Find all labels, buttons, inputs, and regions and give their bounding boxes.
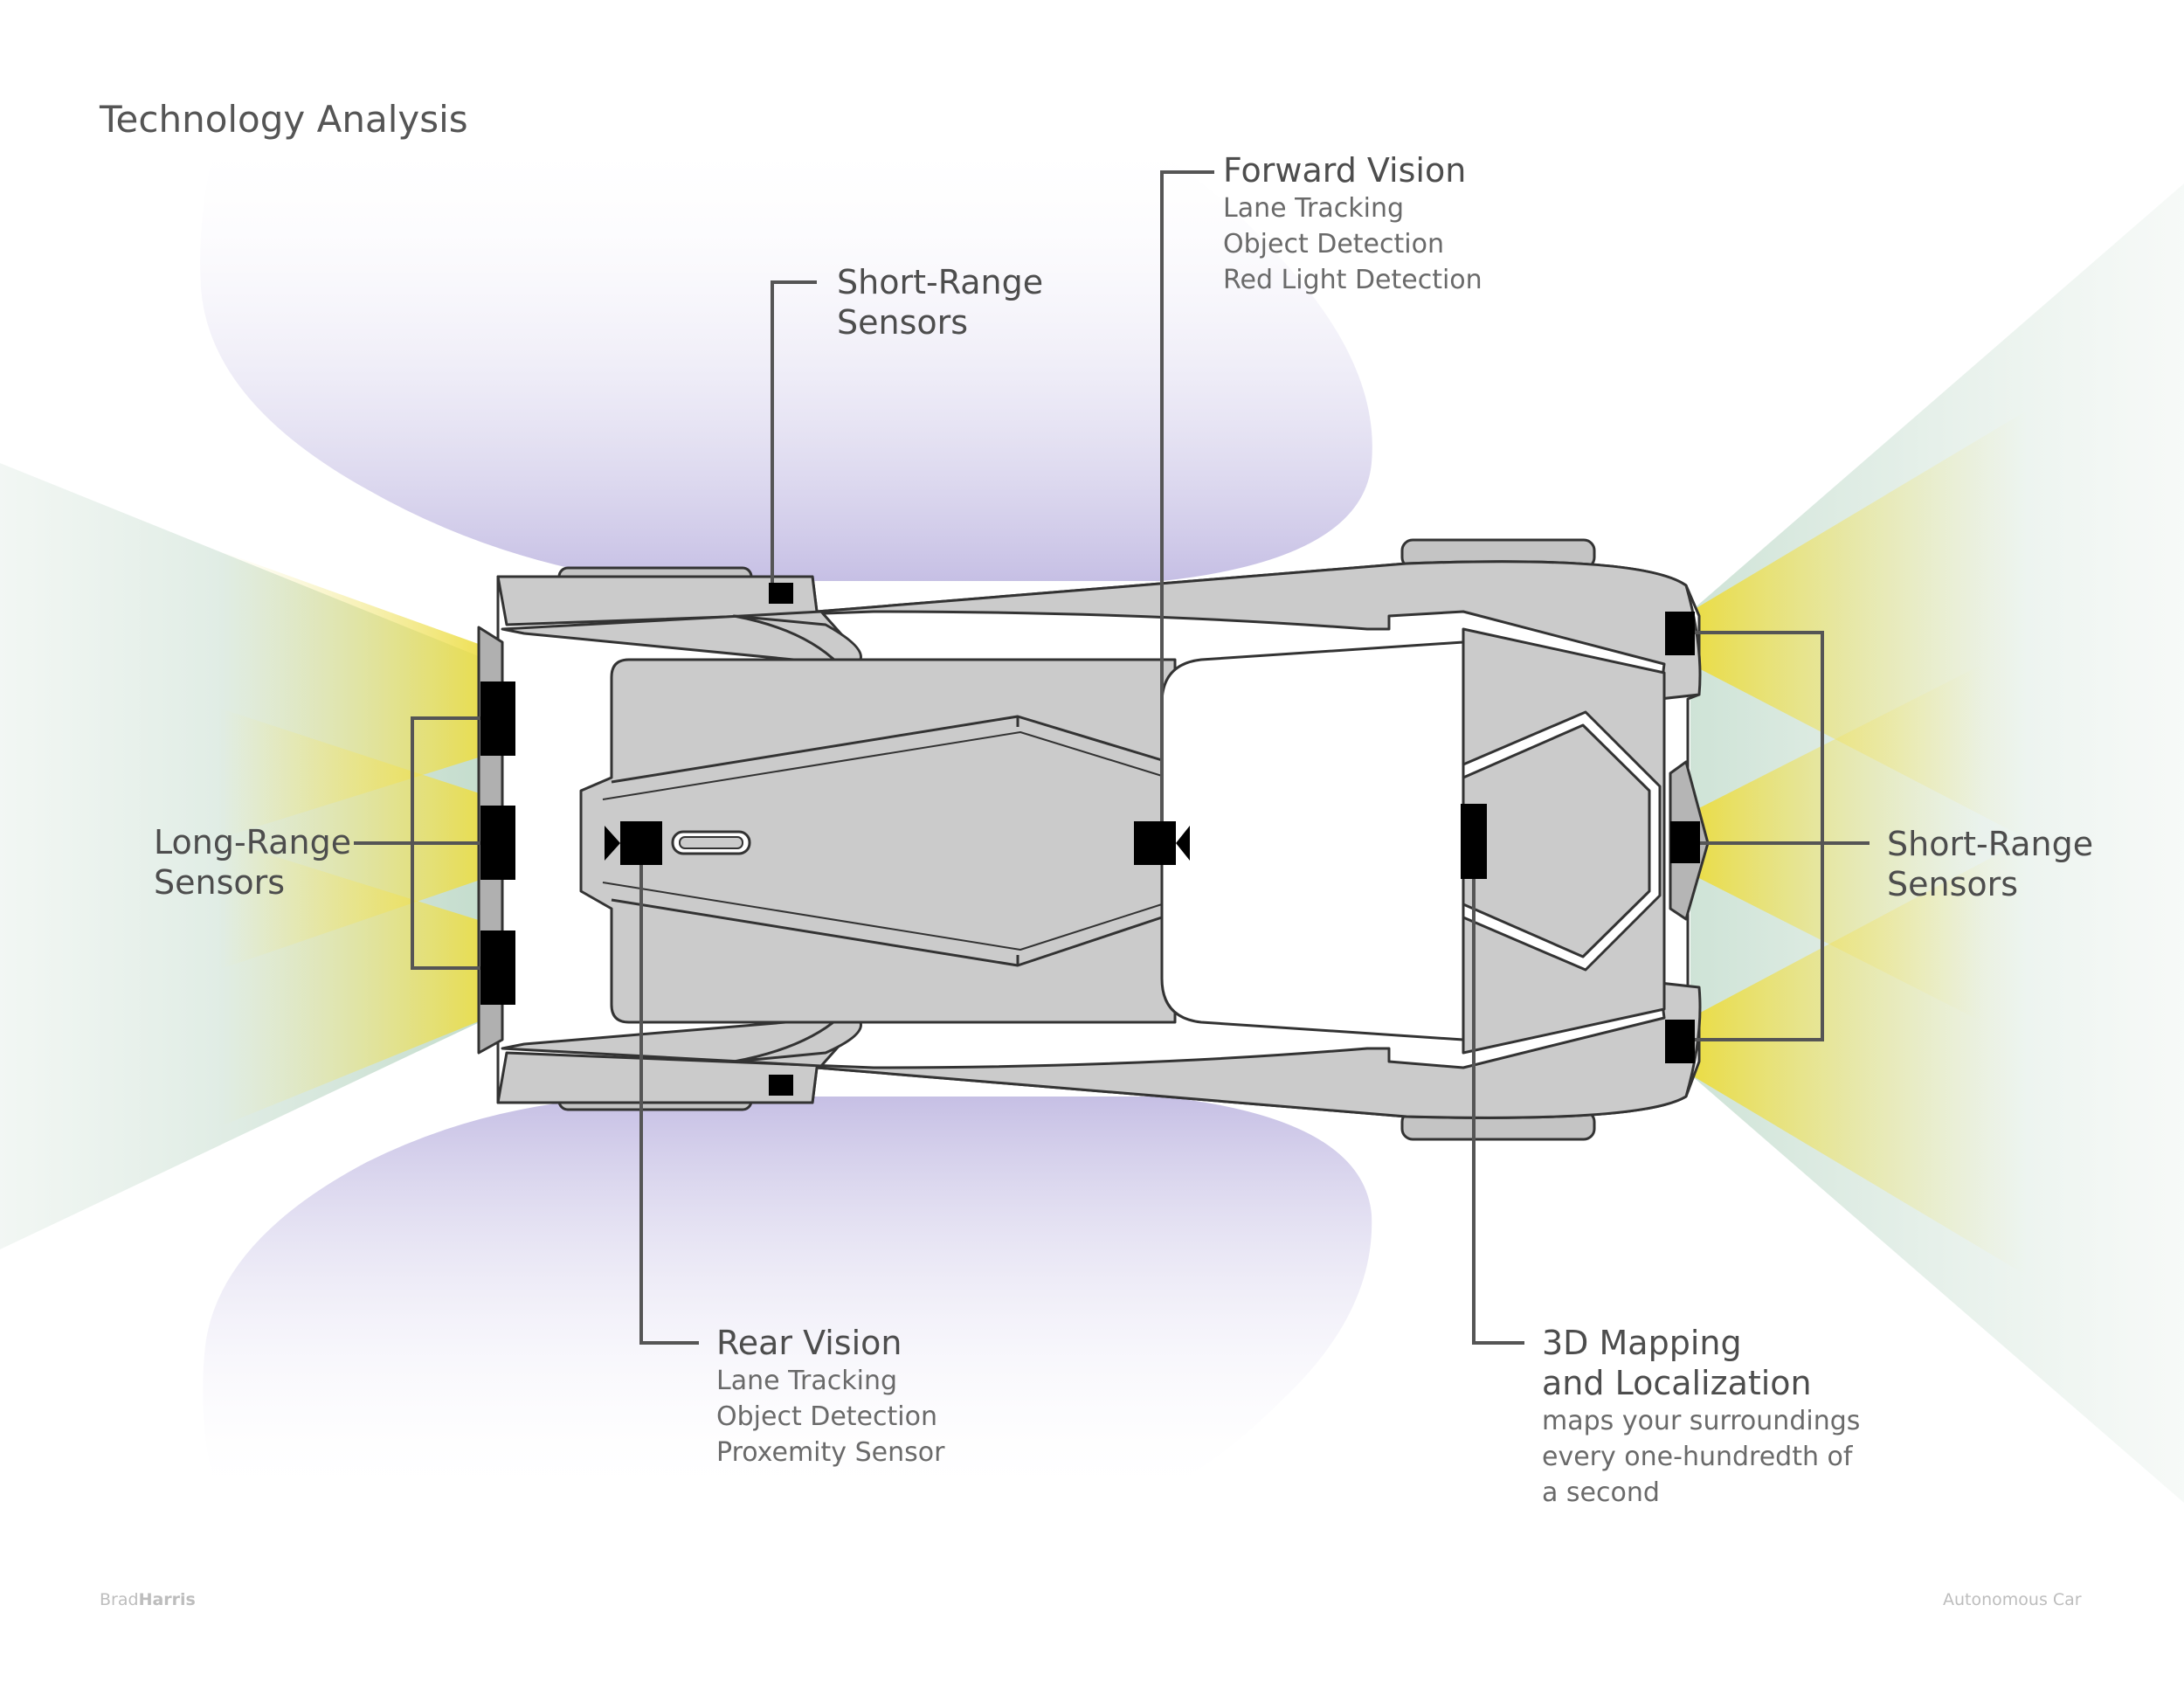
short-range-sensor-front-top (1665, 612, 1695, 655)
leader-lines (354, 170, 1870, 1345)
forward-vision-camera (1134, 821, 1176, 865)
roof-panel (611, 715, 1163, 967)
mapping-line1: 3D Mapping (1542, 1324, 1742, 1362)
roof-panel-inner (602, 731, 1163, 951)
sensors (480, 583, 1700, 1096)
rear-vision-item: Lane Tracking (716, 1366, 897, 1396)
leader-forward-vision (1160, 170, 1214, 821)
forward-vision-label: Forward Vision Lane Tracking Object Dete… (1223, 150, 1482, 298)
long-range-sensor-bottom (480, 930, 515, 1005)
roof-pod-inner (679, 836, 743, 849)
fender-bottom (496, 981, 1702, 1119)
car-top-view (477, 538, 1710, 1141)
long-range-line1: Long-Range (154, 823, 352, 861)
mapping-label: 3D Mapping and Localization maps your su… (1542, 1323, 1860, 1511)
rear-vision-camera-lens (605, 826, 620, 861)
short-range-top-line1: Short-Range (837, 263, 1044, 301)
forward-vision-item: Object Detection (1223, 229, 1444, 259)
short-range-top-line2: Sensors (837, 303, 969, 342)
short-range-sensor-side-top (769, 583, 793, 604)
long-range-label: Long-Range Sensors (154, 822, 351, 903)
mapping-item: a second (1542, 1477, 1660, 1508)
short-range-right-label: Short-Range Sensors (1887, 824, 2093, 904)
short-range-top-label: Short-Range Sensors (837, 262, 1043, 342)
short-range-right-line1: Short-Range (1887, 825, 2094, 863)
leader-mapping (1472, 879, 1524, 1345)
rear-vision-label: Rear Vision Lane Tracking Object Detecti… (716, 1323, 944, 1470)
leader-short-range-top (771, 280, 817, 583)
rear-vision-item: Object Detection (716, 1401, 937, 1432)
leader-rear-vision (639, 865, 699, 1345)
short-range-sensor-side-bottom (769, 1075, 793, 1096)
forward-vision-camera-lens (1176, 826, 1190, 861)
long-range-sensor-middle (480, 806, 515, 880)
mapping-line2: and Localization (1542, 1364, 1812, 1402)
rear-vision-heading: Rear Vision (716, 1324, 902, 1362)
short-range-right-line2: Sensors (1887, 865, 2019, 903)
mapping-lidar-sensor (1461, 804, 1487, 879)
forward-vision-item: Red Light Detection (1223, 265, 1482, 295)
side-sensor-field-top (200, 131, 1372, 581)
long-range-sensor-top (480, 681, 515, 756)
forward-vision-heading: Forward Vision (1223, 151, 1467, 190)
short-range-beam-bottom (1690, 839, 2027, 1276)
rear-vision-camera (620, 821, 662, 865)
mapping-item: every one-hundredth of (1542, 1442, 1853, 1472)
footer-author: BradHarris (100, 1590, 196, 1609)
footer-author-first: Brad (100, 1590, 139, 1609)
rear-vision-item: Proxemity Sensor (716, 1437, 945, 1468)
short-range-sensor-front-middle (1670, 821, 1700, 863)
footer-project: Autonomous Car (1943, 1590, 2082, 1609)
windshield (1160, 640, 1465, 1041)
side-sensor-field-bottom (203, 1097, 1372, 1503)
page-title: Technology Analysis (100, 98, 468, 141)
forward-vision-item: Lane Tracking (1223, 193, 1404, 224)
mapping-item: maps your surroundings (1542, 1406, 1861, 1436)
footer-author-last: Harris (138, 1590, 196, 1609)
leader-short-range-right (1695, 631, 1870, 1041)
leader-long-range (354, 716, 480, 970)
hood-panel-inner (1462, 723, 1651, 958)
long-range-line2: Sensors (154, 863, 286, 902)
fender-top (496, 560, 1702, 701)
long-range-beam-bottom (218, 839, 498, 1127)
short-range-sensor-front-bottom (1665, 1020, 1695, 1063)
cabin-roof (579, 658, 1177, 1024)
